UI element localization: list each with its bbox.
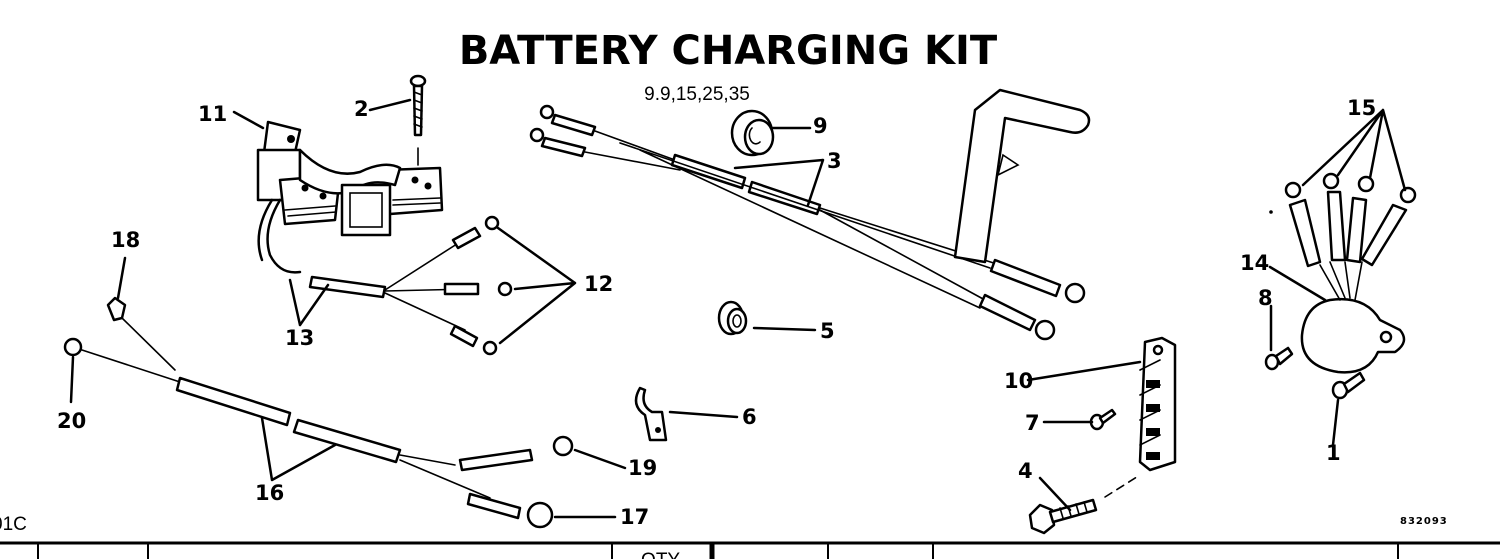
bolt-part-4 <box>1028 474 1141 535</box>
leader-lines <box>69 98 1407 519</box>
callout-5: 5 <box>820 319 835 343</box>
callout-8: 8 <box>1258 286 1273 310</box>
callout-4: 4 <box>1018 459 1033 483</box>
figure-reference: 01C <box>0 514 27 535</box>
callout-12: 12 <box>584 272 613 296</box>
callout-16: 16 <box>255 481 284 505</box>
drawing-code: 832093 <box>1400 516 1448 527</box>
callout-2: 2 <box>354 97 369 121</box>
screw-part-2 <box>409 74 427 166</box>
screw-part-8 <box>1264 346 1294 371</box>
qty-column-header: QTY. <box>641 550 683 559</box>
diagram-title: BATTERY CHARGING KIT <box>459 28 998 74</box>
callout-1: 1 <box>1326 441 1341 465</box>
callout-19: 19 <box>628 456 657 480</box>
grommet-part-9 <box>730 109 775 157</box>
callout-15: 15 <box>1347 96 1376 120</box>
terminal-block-part-10 <box>1138 336 1177 472</box>
callout-3: 3 <box>827 149 842 173</box>
diagram-subtitle: 9.9,15,25,35 <box>644 84 750 105</box>
mounting-bracket-outline <box>953 88 1091 264</box>
rectifier-part-14 <box>1269 172 1417 374</box>
clip-part-6 <box>634 386 668 442</box>
lead-wires-part-3 <box>529 104 1086 341</box>
callout-20: 20 <box>57 409 86 433</box>
callout-9: 9 <box>813 114 828 138</box>
grommet-part-5 <box>717 300 748 336</box>
stator-harness-part <box>257 198 513 356</box>
callout-10: 10 <box>1004 369 1033 393</box>
callout-13: 13 <box>285 326 314 350</box>
screw-part-7 <box>1089 408 1117 431</box>
callout-17: 17 <box>620 505 649 529</box>
stator-coil-part <box>256 120 444 237</box>
callout-14: 14 <box>1240 251 1269 275</box>
parts-table-header: QTY. <box>0 541 1500 559</box>
callout-11: 11 <box>198 102 227 126</box>
battery-harness-part-16 <box>63 296 574 529</box>
callout-18: 18 <box>111 228 140 252</box>
callout-6: 6 <box>742 405 757 429</box>
callout-labels: 11 2 9 3 15 18 12 14 8 13 5 10 6 7 20 1 … <box>57 96 1376 529</box>
screw-part-1 <box>1331 371 1366 400</box>
callout-7: 7 <box>1025 411 1040 435</box>
